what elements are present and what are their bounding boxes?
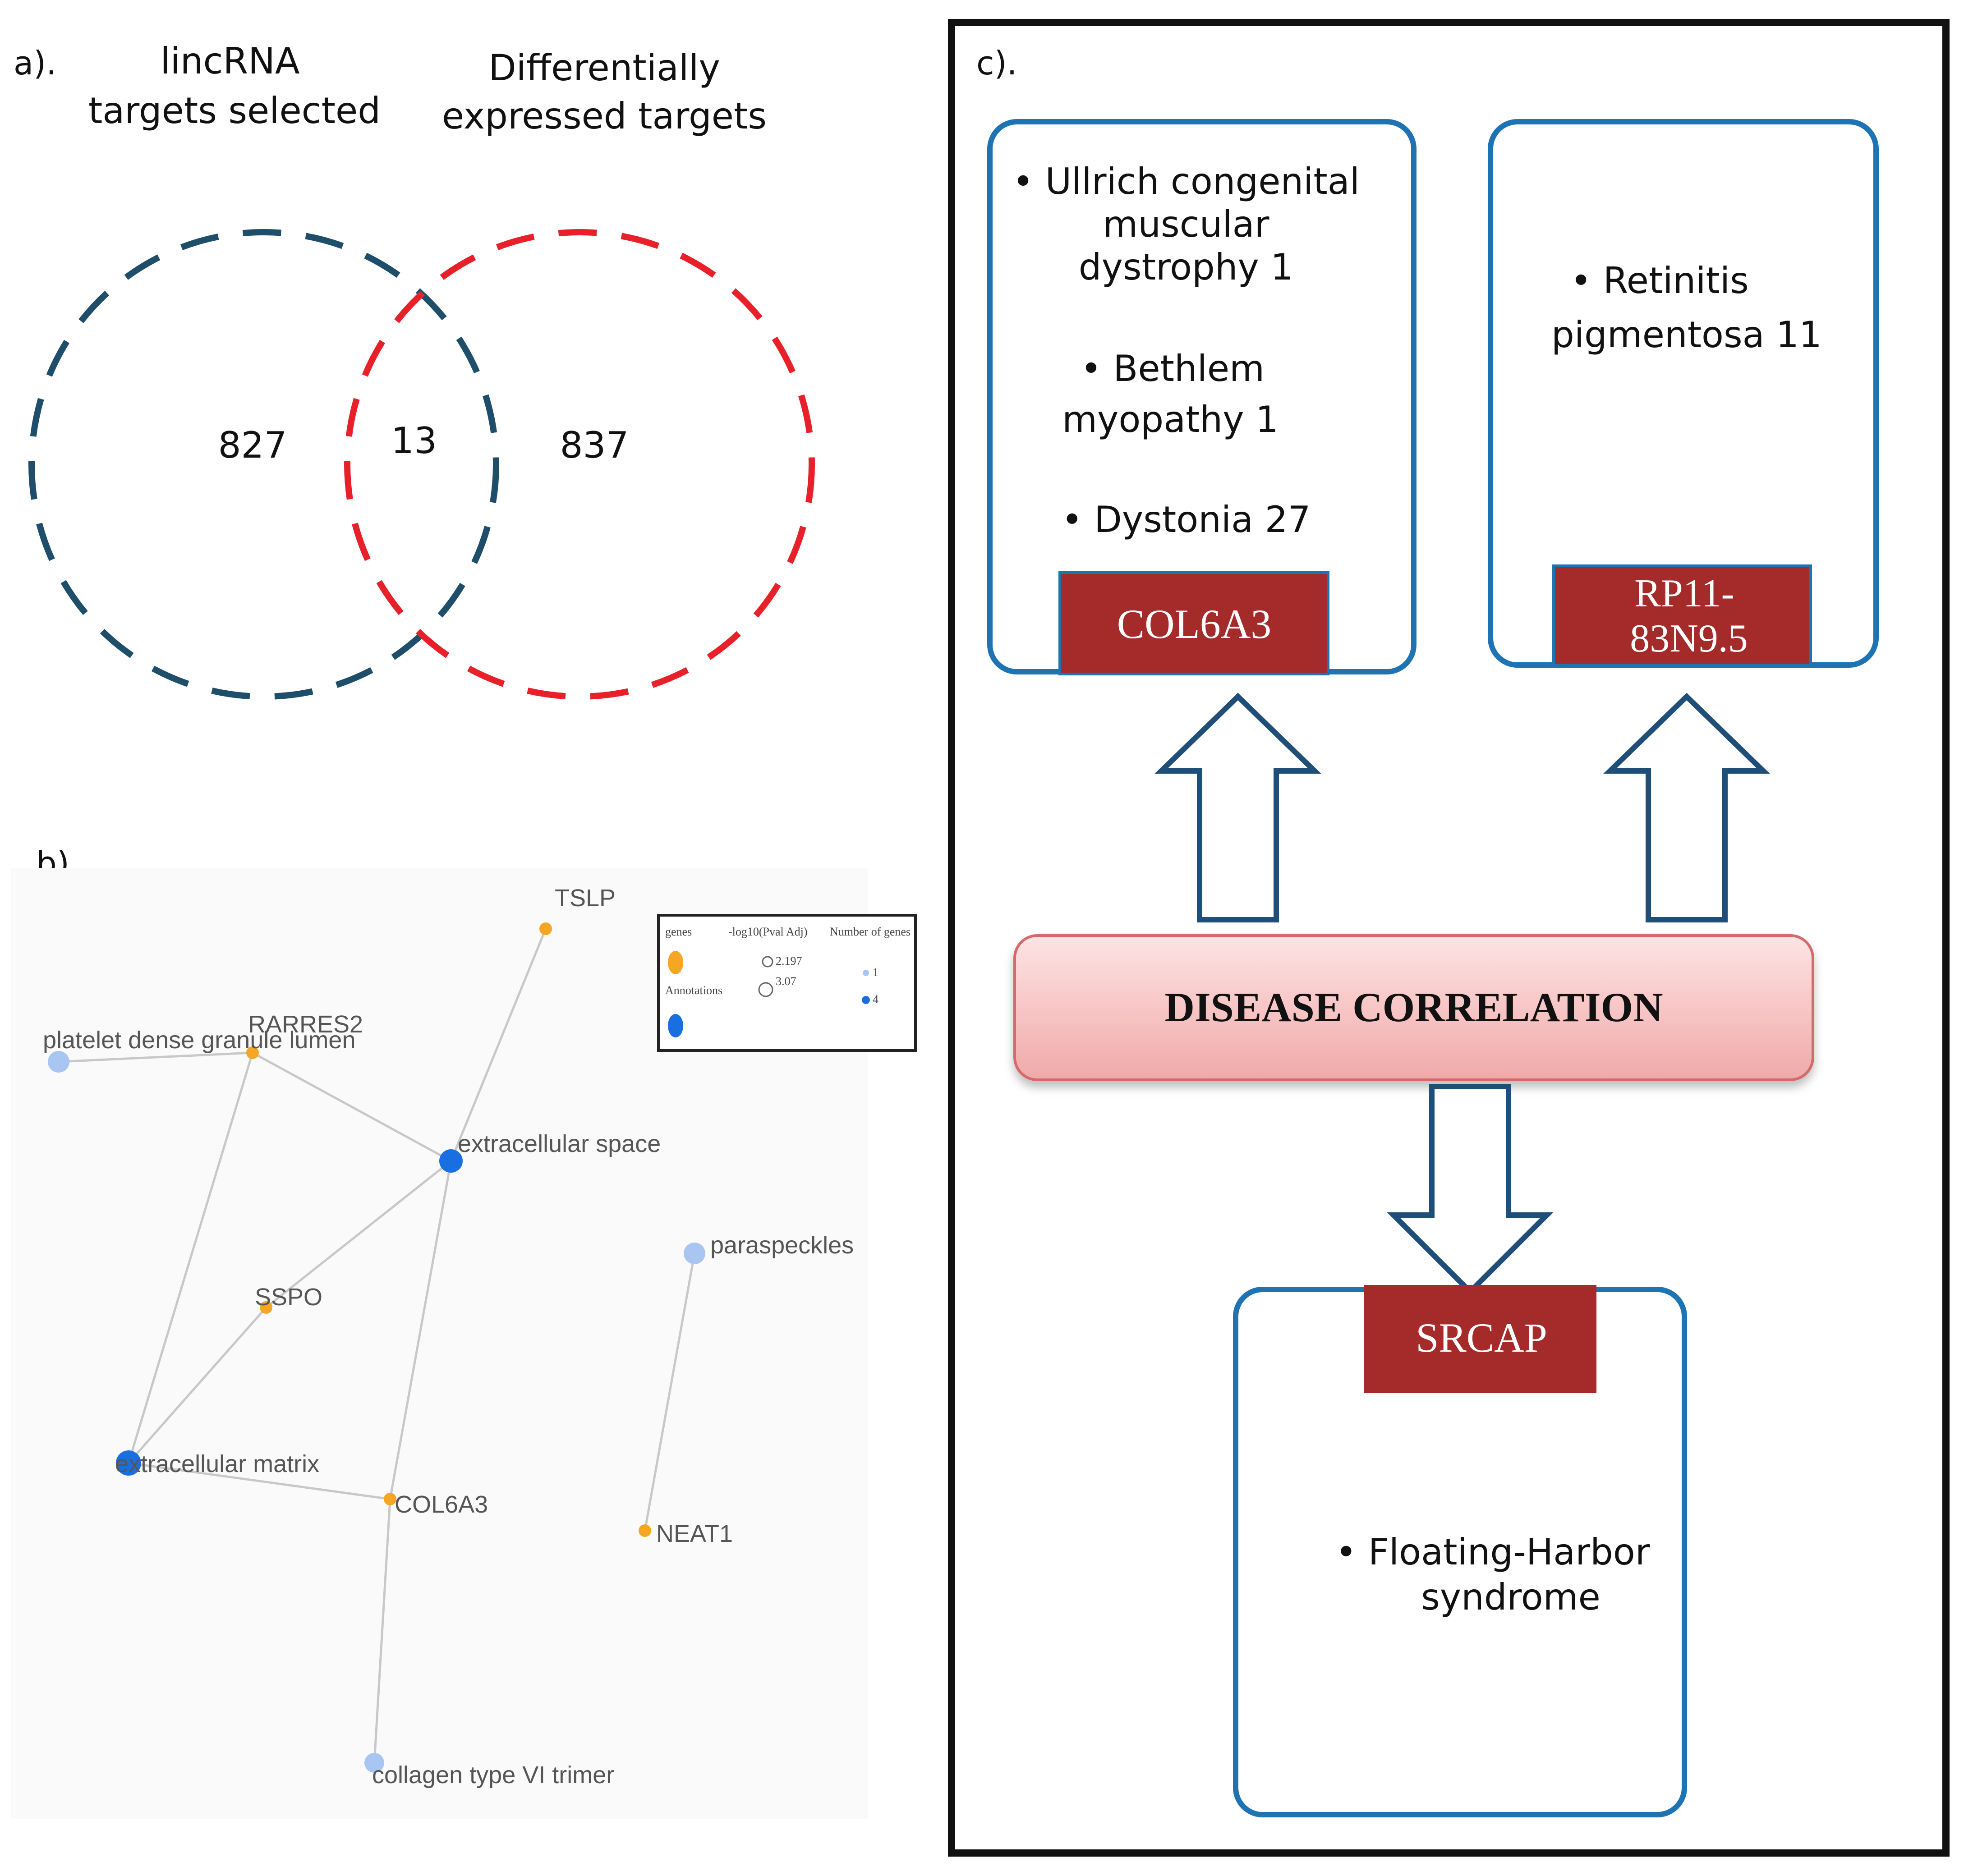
edge-rarres2-ecmatrix (127, 1052, 254, 1463)
edge-ecmatrix-col6a3 (128, 1462, 391, 1500)
network-legend: genes Annotations -log10(Pval Adj) 2.197… (657, 914, 917, 1052)
edge-ecspace-col6a3 (389, 1160, 452, 1500)
label-platelet: platelet dense granule lumen (43, 1027, 355, 1054)
legend-count-v1: 1 (873, 966, 878, 979)
bullet-dot: • (1012, 161, 1045, 202)
node-col6a3 (384, 1493, 396, 1505)
venn-circle-right (344, 229, 815, 700)
venn-left-title-line1: lincRNA (160, 40, 300, 82)
box1-bullet3-line1: • Dystonia 27 (1062, 499, 1311, 541)
node-neat1 (639, 1524, 651, 1537)
edge-sspo-ecmatrix (128, 1307, 267, 1464)
legend-count-header: Number of genes (830, 925, 911, 938)
gene-label-srcap-bg (1364, 1285, 1596, 1393)
edge-tslp-ecspace (450, 928, 547, 1161)
box2-bullet1-line2: pigmentosa 11 (1551, 314, 1822, 356)
legend-pval-v1: 2.197 (776, 954, 802, 968)
gene-label-col6a3: COL6A3 (1117, 601, 1271, 647)
legend-pval-small-swatch (762, 956, 773, 968)
box1-bullet3-text: Dystonia 27 (1094, 499, 1311, 541)
venn-left-title-line2: targets selected (88, 90, 381, 132)
legend-pval-header: -log10(Pval Adj) (728, 925, 808, 938)
label-paraspeckles: paraspeckles (710, 1232, 854, 1259)
venn-left-count: 827 (218, 424, 287, 466)
network-edges (58, 928, 696, 1763)
gene-label-srcap: SRCAP (1416, 1315, 1547, 1361)
box3-bullet1-line2: syndrome (1421, 1576, 1600, 1618)
gene-label-col6a3-bg (1058, 571, 1329, 675)
label-neat1: NEAT1 (656, 1520, 733, 1547)
legend-count-large-swatch (862, 996, 870, 1004)
venn-right-title-line2: expressed targets (442, 95, 767, 137)
legend-count-small-swatch (863, 970, 869, 976)
box1-bullet1-line2: muscular (1103, 203, 1269, 245)
node-extracellular-matrix (116, 1450, 141, 1476)
box1-bullet1-text: Ullrich congenital (1045, 161, 1360, 202)
gene-label-rp11-line1: RP11- (1634, 572, 1734, 615)
edge-platelet-rarres2 (58, 1051, 253, 1063)
venn-overlap-count: 13 (391, 420, 437, 462)
legend-genes-header: genes (665, 925, 692, 938)
label-rarres2: RARRES2 (248, 1011, 363, 1038)
disease-correlation-text: DISEASE CORRELATION (1164, 984, 1663, 1030)
venn-circle-left (28, 229, 499, 700)
box3-bullet1-text: Floating-Harbor (1368, 1531, 1650, 1573)
edge-rarres2-ecspace (252, 1051, 452, 1162)
node-collagen (364, 1753, 384, 1773)
venn-right-title-line1: Differentially (488, 47, 720, 89)
node-sspo (260, 1301, 272, 1314)
box1-bullet1-line1: • Ullrich congenital (1012, 161, 1360, 202)
box1-bullet2-line2: myopathy 1 (1062, 399, 1279, 440)
label-extracellular-space: extracellular space (458, 1130, 661, 1157)
panel-a-label: a). (14, 44, 56, 82)
arrow-down-srcap (1387, 1084, 1554, 1296)
label-col6a3-node: COL6A3 (395, 1491, 488, 1518)
legend-box (657, 914, 917, 1052)
panel-c-label: c). (976, 44, 1017, 82)
bullet-dot: • (1335, 1531, 1368, 1573)
node-tslp (539, 922, 552, 935)
box2-bullet1-text: Retinitis (1603, 260, 1749, 302)
bullet-dot: • (1570, 260, 1603, 302)
label-sspo: SSPO (255, 1284, 322, 1311)
bullet-dot: • (1062, 499, 1095, 541)
label-extracellular-matrix: extracellular matrix (115, 1450, 319, 1477)
node-paraspeckles (684, 1243, 705, 1264)
label-collagen: collagen type VI trimer (372, 1761, 614, 1789)
legend-annotations-label: Annotations (665, 984, 722, 997)
panel-c: c). • Ullrich congenital muscular dystro… (948, 19, 1950, 1857)
gene-label-rp11-bg (1552, 564, 1812, 666)
bullet-dot: • (1081, 348, 1113, 390)
node-extracellular-space (439, 1149, 463, 1173)
box1-bullet2-line1: • Bethlem (1081, 348, 1265, 390)
panel-a: a). lincRNA targets selected Differentia… (14, 40, 815, 700)
panel-c-frame (948, 19, 1950, 1857)
disease-correlation-banner (1013, 934, 1814, 1081)
gene-label-rp11-line2: 83N9.5 (1630, 617, 1748, 660)
panel-b: b). TSLP RARRES2 platele (11, 844, 917, 1819)
box2-bullet1-line1: • Retinitis (1570, 260, 1749, 302)
venn-right-count: 837 (560, 424, 629, 466)
node-rarres2 (246, 1046, 259, 1059)
label-tslp: TSLP (555, 885, 616, 912)
box1-bullet2-text: Bethlem (1113, 348, 1265, 390)
legend-pval-v2: 3.07 (776, 975, 796, 988)
box1-bullet1-line3: dystrophy 1 (1079, 246, 1293, 288)
edge-ecspace-sspo (265, 1160, 452, 1308)
box3-bullet1-line1: • Floating-Harbor (1335, 1531, 1650, 1573)
node-platelet (48, 1051, 69, 1073)
edge-paraspeckles-neat1 (644, 1253, 696, 1531)
edge-col6a3-collagen (373, 1499, 391, 1763)
arrow-up-rp11 (1603, 693, 1770, 922)
legend-annotation-swatch (668, 1014, 683, 1037)
legend-count-v2: 4 (873, 993, 878, 1006)
legend-gene-swatch (668, 951, 683, 974)
arrow-up-col6a3 (1154, 693, 1321, 922)
legend-pval-large-swatch (758, 982, 773, 997)
